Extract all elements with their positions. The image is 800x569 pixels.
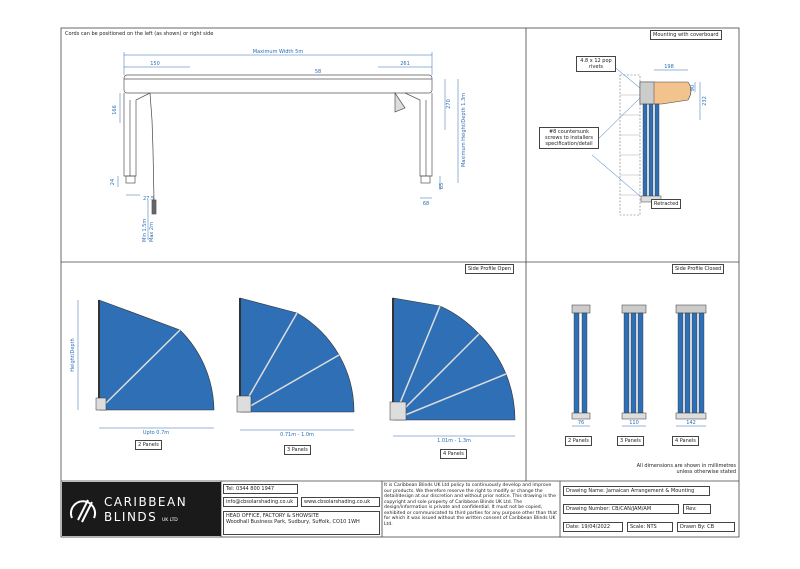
dim-232: 232 (702, 96, 708, 106)
email[interactable]: info@cbsolarshading.co.uk (223, 497, 298, 507)
dim-68: 68 (423, 201, 429, 207)
dim-142: 142 (686, 420, 696, 426)
side-open-dims (77, 300, 515, 437)
side-open-4-panels (389, 297, 516, 421)
dim-110: 110 (629, 420, 639, 426)
dim-65: 65 (439, 183, 445, 189)
dim-max: Max 2m (149, 222, 155, 242)
front-elevation (123, 74, 433, 215)
side-closed-title: Side Profile Closed (672, 264, 725, 274)
mounting-section (591, 64, 701, 216)
side-closed-label-4: 4 Panels (672, 436, 699, 446)
side-closed-2-panels (571, 304, 591, 420)
logo-mark (70, 499, 96, 523)
dim-upto-0-7: Upto 0.7m (143, 430, 169, 436)
logo-line2: BLINDS (104, 510, 157, 524)
mounting-title: Mounting with coverboard (650, 30, 722, 40)
logo-suffix: UK LTD (162, 517, 178, 523)
side-closed-3-panels (621, 304, 647, 420)
scale: Scale: NTS (627, 522, 673, 532)
dim-150: 150 (150, 61, 160, 67)
dim-166: 166 (112, 105, 118, 115)
website[interactable]: www.cbsolarshading.co.uk (301, 497, 380, 507)
retracted-label: Retracted (651, 199, 682, 209)
cord-note: Cords can be positioned on the left (as … (65, 31, 213, 37)
dim-max-width: Maximum Width 5m (253, 49, 304, 55)
address: Woodhall Business Park, Sudbury, Suffolk… (226, 519, 360, 525)
dim-0-71-1-0: 0.71m - 1.0m (280, 432, 314, 438)
drawn-by: Drawn By: CB (677, 522, 735, 532)
drawing-name: Drawing Name: Jamaican Arrangement & Mou… (563, 486, 710, 496)
policy-text: It is Caribbean Blinds UK Ltd policy to … (384, 483, 558, 527)
dim-27-5: 27.5 (143, 196, 154, 202)
date: Date: 19/04/2022 (563, 522, 623, 532)
side-closed-label-3: 3 Panels (617, 436, 644, 446)
dim-58: 58 (315, 69, 321, 75)
dim-90: 90 (690, 85, 696, 91)
dim-198: 198 (664, 64, 674, 70)
address-title: HEAD OFFICE, FACTORY & SHOWSITE (226, 513, 319, 519)
side-closed-4-panels (675, 304, 707, 420)
height-depth-label: Height/Depth (70, 338, 76, 371)
dim-1-01-1-3: 1.01m - 1.3m (437, 438, 471, 444)
logo-background (62, 482, 221, 536)
side-open-label-2: 2 Panels (135, 440, 162, 450)
side-open-label-4: 4 Panels (440, 449, 467, 459)
dim-24: 24 (110, 179, 116, 185)
dim-max-height: Maximum Height/Depth 1.3m (461, 93, 467, 167)
logo-line1: CARIBBEAN (104, 495, 187, 509)
side-open-title: Side Profile Open (465, 264, 514, 274)
dimensions-note: All dimensions are shown in millimetres … (620, 462, 738, 476)
dim-270: 270 (446, 99, 452, 109)
address-block: HEAD OFFICE, FACTORY & SHOWSITE Woodhall… (223, 511, 380, 535)
dim-261: 261 (400, 61, 410, 67)
front-elevation-dims (117, 52, 459, 240)
dim-min: Min 1.5m (142, 219, 148, 242)
side-open-3-panels (236, 297, 355, 413)
side-open-2-panels (95, 299, 215, 411)
side-closed-label-2: 2 Panels (565, 436, 592, 446)
tel: Tel: 0344 800 1947 (223, 484, 298, 494)
revision: Rev: (683, 504, 711, 514)
rivets-label: 4.8 x 12 pop rivets (576, 56, 616, 72)
side-open-label-3: 3 Panels (284, 445, 311, 455)
dim-76: 76 (578, 420, 584, 426)
drawing-number: Drawing Number: CB/CAN/JAM/AM (563, 504, 679, 514)
screws-label: #8 countersunk screws to installers spec… (539, 127, 599, 149)
